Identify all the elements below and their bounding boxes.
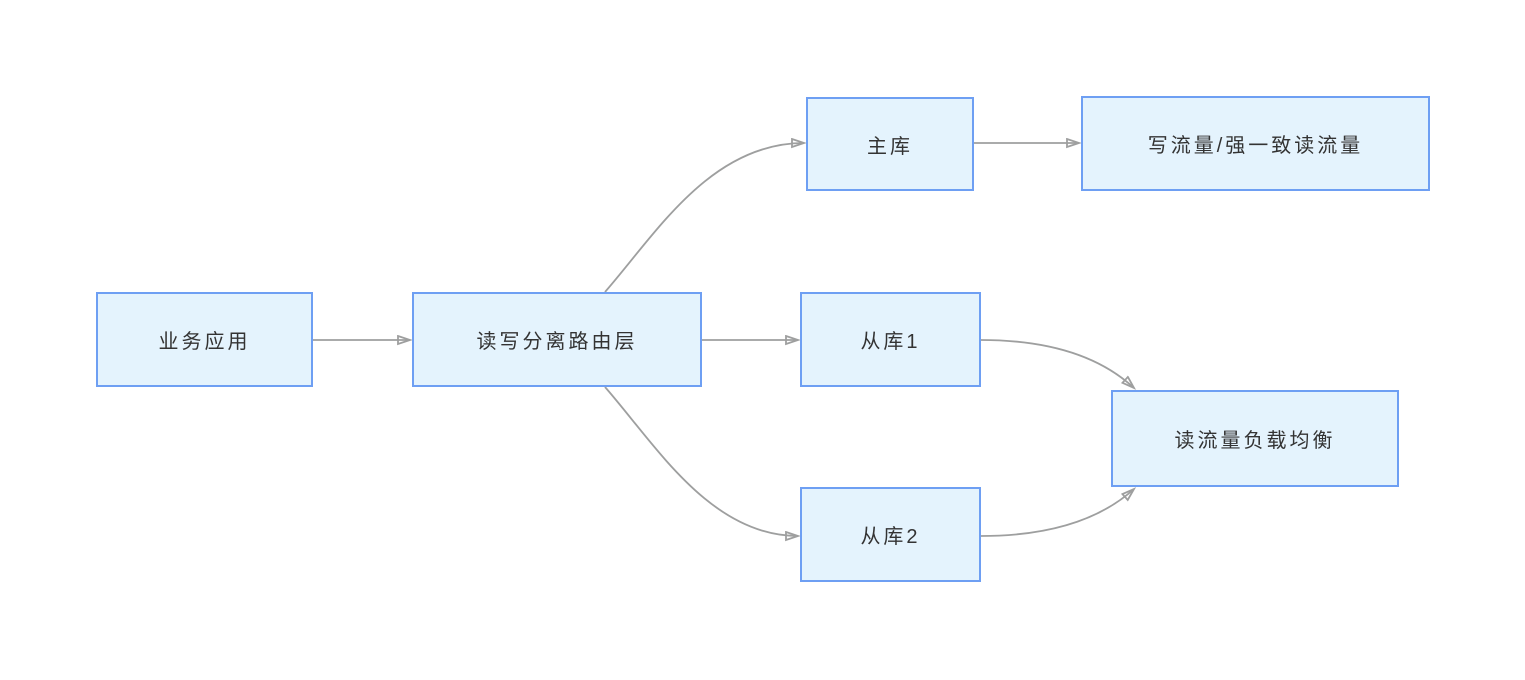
node-primary-db[interactable]: 主库 xyxy=(806,97,974,191)
node-replica-2-label: 从库2 xyxy=(860,526,921,548)
node-business-app-label: 业务应用 xyxy=(158,331,251,353)
node-rw-split-router-label: 读写分离路由层 xyxy=(476,331,638,353)
node-read-load-balance-label: 读流量负载均衡 xyxy=(1174,430,1336,452)
edge-router-to-replica2 xyxy=(604,386,798,536)
node-primary-db-label: 主库 xyxy=(867,135,913,158)
node-replica-1-label: 从库1 xyxy=(860,331,921,353)
node-write-traffic-label: 写流量/强一致读流量 xyxy=(1147,135,1364,157)
node-write-traffic[interactable]: 写流量/强一致读流量 xyxy=(1081,96,1430,191)
node-replica-1[interactable]: 从库1 xyxy=(800,292,981,387)
node-replica-2[interactable]: 从库2 xyxy=(800,487,981,582)
node-read-load-balance[interactable]: 读流量负载均衡 xyxy=(1111,390,1399,487)
edge-replica2-to-readlb xyxy=(980,489,1134,537)
node-rw-split-router[interactable]: 读写分离路由层 xyxy=(412,292,702,387)
edge-replica1-to-readlb xyxy=(980,339,1134,388)
edge-router-to-primary xyxy=(604,143,804,293)
node-business-app[interactable]: 业务应用 xyxy=(96,292,313,387)
